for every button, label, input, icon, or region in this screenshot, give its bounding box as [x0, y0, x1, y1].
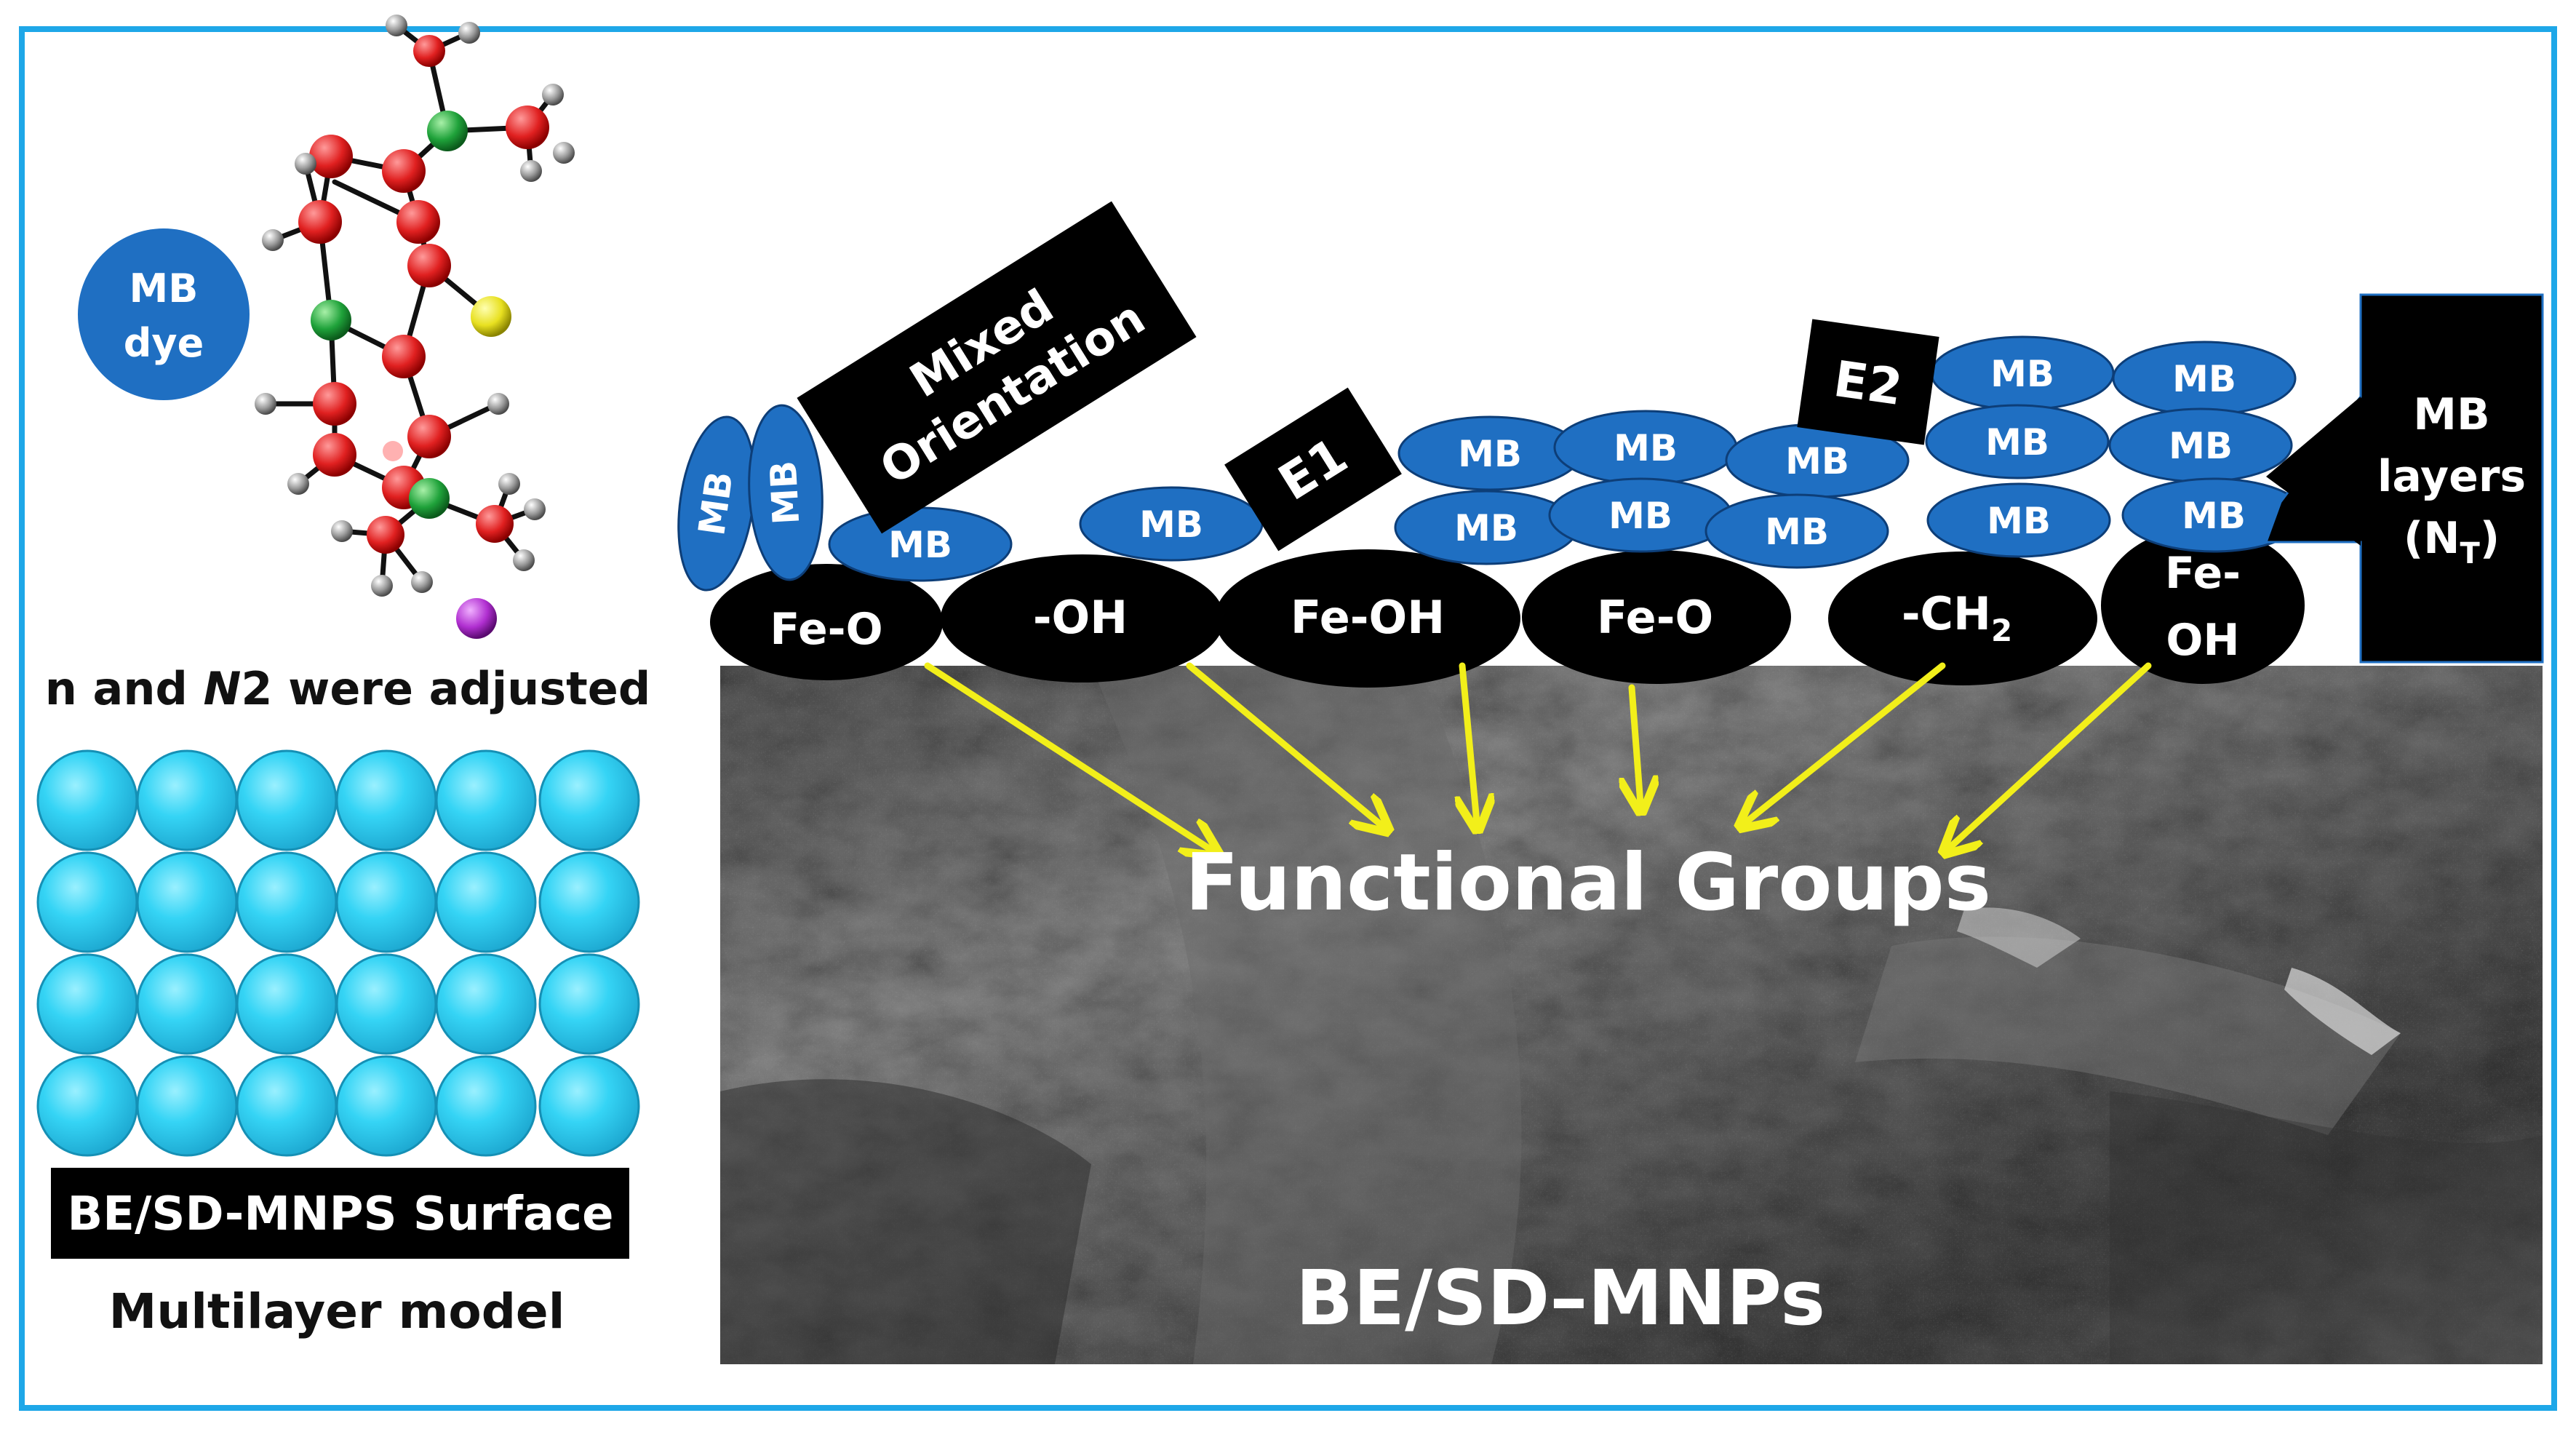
- group-fe-oh-2-line1: Fe-: [2165, 548, 2241, 599]
- svg-text:MB: MB: [1765, 511, 1829, 553]
- sphere: [236, 749, 338, 851]
- mb-layers-arrow: MB layers (NT): [2264, 293, 2544, 664]
- multilayer-sphere-grid: [36, 749, 640, 1157]
- group-fe-o-1: Fe-O: [770, 604, 882, 655]
- sphere: [435, 953, 537, 1055]
- sphere: [136, 749, 238, 851]
- svg-text:MB: MB: [1458, 433, 1522, 475]
- svg-text:MB: MB: [1985, 421, 2049, 463]
- sphere: [335, 953, 437, 1055]
- yellow-arrows: [924, 662, 2152, 850]
- material-label: BE/SD–MNPs: [1296, 1254, 1825, 1342]
- mb-11: [1925, 404, 2110, 479]
- surface-functional-groups: [710, 527, 2305, 688]
- svg-text:MB: MB: [1614, 427, 1678, 469]
- sphere: [36, 749, 138, 851]
- mb-8: [1704, 493, 1889, 569]
- sphere: [538, 1055, 640, 1157]
- sphere: [538, 749, 640, 851]
- group-oh: -OH: [1033, 591, 1128, 644]
- sphere: [136, 953, 238, 1055]
- svg-text:MB: MB: [2413, 389, 2489, 440]
- svg-text:(NT): (NT): [2404, 513, 2500, 570]
- svg-text:E2: E2: [1830, 351, 1906, 417]
- svg-text:MB: MB: [2172, 358, 2236, 400]
- sphere: [236, 953, 338, 1055]
- svg-text:MB: MB: [1785, 440, 1849, 482]
- sphere: [36, 953, 138, 1055]
- svg-text:MB: MB: [762, 460, 808, 526]
- mb-13: [1926, 482, 2111, 558]
- sphere: [136, 851, 238, 953]
- svg-text:MB: MB: [1454, 507, 1518, 549]
- mb-ellipses: [677, 335, 2306, 592]
- svg-text:MB: MB: [690, 469, 741, 538]
- mb-labels: MB MB MB MB MB MB MB MB MB MB MB MB MB M…: [690, 353, 2246, 566]
- sphere: [236, 1055, 338, 1157]
- e1-box: E1: [1224, 387, 1402, 552]
- functional-groups-label: Functional Groups: [1185, 837, 1991, 928]
- svg-text:BE/SD-MNPS Surface: BE/SD-MNPS Surface: [68, 1187, 614, 1241]
- sphere: [335, 1055, 437, 1157]
- sphere: [538, 851, 640, 953]
- svg-text:layers: layers: [2377, 451, 2526, 502]
- svg-text:MB: MB: [1139, 503, 1203, 546]
- group-fe-o-2: Fe-O: [1597, 591, 1713, 644]
- mb-dye-badge: MB dye: [78, 228, 250, 400]
- multilayer-model-caption: Multilayer model: [109, 1283, 565, 1340]
- group-fe-oh: Fe-OH: [1291, 591, 1445, 644]
- figure-frame: [19, 26, 2557, 1411]
- svg-text:MB: MB: [129, 266, 199, 311]
- svg-text:MB: MB: [1987, 500, 2051, 542]
- sphere: [236, 851, 338, 953]
- sphere: [335, 851, 437, 953]
- sphere: [36, 851, 138, 953]
- mb-vertical-2: [748, 404, 824, 581]
- mixed-orientation-box: Mixed Orientation: [797, 201, 1197, 534]
- methylene-blue-molecule: [255, 15, 575, 639]
- sphere: [335, 749, 437, 851]
- e2-box: E2: [1797, 319, 1939, 445]
- group-ch2: -CH2: [1902, 587, 2012, 648]
- sphere: [36, 1055, 138, 1157]
- sphere: [435, 851, 537, 953]
- sphere: [435, 749, 537, 851]
- surface-label-box: BE/SD-MNPS Surface: [51, 1168, 629, 1259]
- svg-text:dye: dye: [124, 320, 204, 366]
- group-fe-oh-2-line2: OH: [2166, 615, 2239, 666]
- sphere: [136, 1055, 238, 1157]
- svg-text:MB: MB: [1990, 353, 2054, 395]
- sphere: [435, 1055, 537, 1157]
- adjusted-caption: n and N2 were adjusted: [45, 662, 650, 715]
- sphere: [538, 953, 640, 1055]
- svg-text:MB: MB: [1608, 495, 1672, 537]
- svg-text:MB: MB: [2182, 495, 2246, 537]
- svg-text:MB: MB: [888, 524, 952, 566]
- svg-text:MB: MB: [2169, 425, 2233, 467]
